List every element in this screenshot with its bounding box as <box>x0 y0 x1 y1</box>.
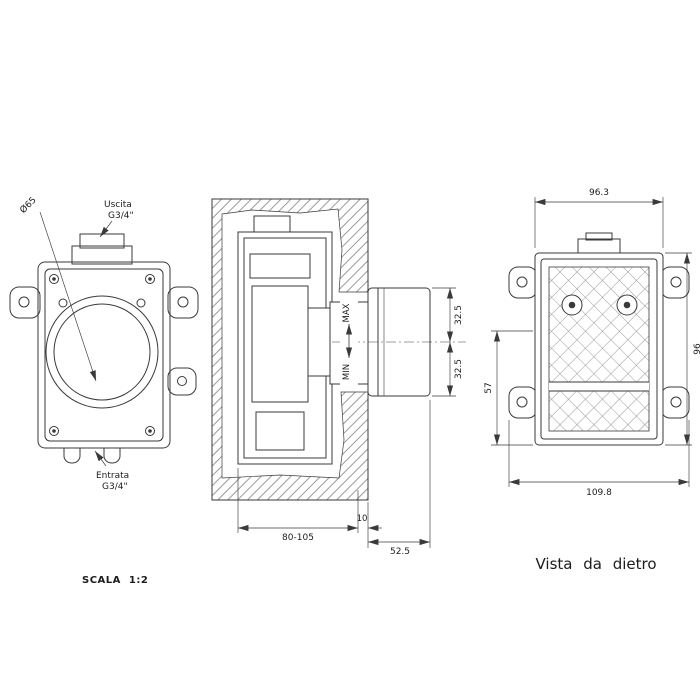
dim-height-partial <box>491 330 533 446</box>
diameter-leader <box>39 211 97 382</box>
outlet-label-line1: Uscita <box>104 200 132 210</box>
scale-label: SCALA 1:2 <box>82 575 148 586</box>
max-label: MAX <box>342 303 352 322</box>
dim-height-full-label: 96 <box>693 343 700 355</box>
dim-width-full-label: 109.8 <box>586 488 612 498</box>
dim-height-partial-label: 57 <box>484 382 494 393</box>
diameter-label: Ø65 <box>18 195 39 216</box>
outlet-leader <box>99 220 113 238</box>
dim-width-top <box>534 197 664 248</box>
inlet-leader <box>94 450 107 467</box>
rear-view-caption: Vista da dietro <box>535 555 656 573</box>
rear-screw-bosses <box>561 294 638 316</box>
front-mounting-ears <box>9 286 199 396</box>
cartridge-cylinder <box>329 287 466 397</box>
front-leaders <box>39 211 113 467</box>
front-view <box>9 233 199 464</box>
drawing-text: Ø65 Uscita G3/4" Entrata G3/4" MAX MIN 3… <box>18 188 700 586</box>
inlet-label-line1: Entrata <box>96 471 129 481</box>
dim-32-5-upper: 32.5 <box>454 305 464 325</box>
rear-dimensions <box>491 197 692 487</box>
rear-body-inner <box>540 258 658 440</box>
dim-protrusion-label: 52.5 <box>390 547 410 557</box>
dim-depth-range-label: 80-105 <box>282 533 314 543</box>
rear-lattice <box>548 266 650 432</box>
inlet-label-line2: G3/4" <box>102 482 128 492</box>
min-label: MIN <box>342 364 352 380</box>
min-max-indicator <box>340 299 358 385</box>
dim-width-top-label: 96.3 <box>589 188 609 198</box>
front-corner-screws <box>49 274 155 436</box>
dim-height-full <box>665 252 692 446</box>
outlet-label-line2: G3/4" <box>108 211 134 221</box>
section-view <box>211 198 466 501</box>
section-dimensions <box>237 287 456 548</box>
dim-width-full <box>508 420 690 487</box>
dim-wall-gap-label: 10 <box>357 514 368 524</box>
rear-divider-band <box>549 381 649 392</box>
rear-top-tab <box>577 232 621 254</box>
dim-depth-range <box>237 400 431 548</box>
front-cartridge-opening <box>45 295 159 409</box>
rear-view <box>508 232 690 446</box>
dim-32-5-upper-lower <box>432 287 456 397</box>
front-body-inner <box>44 268 164 442</box>
valve-body-section <box>237 215 333 465</box>
front-outlet-union <box>71 233 133 265</box>
front-bottom-inlets <box>63 448 121 464</box>
dim-32-5-lower: 32.5 <box>454 359 464 379</box>
